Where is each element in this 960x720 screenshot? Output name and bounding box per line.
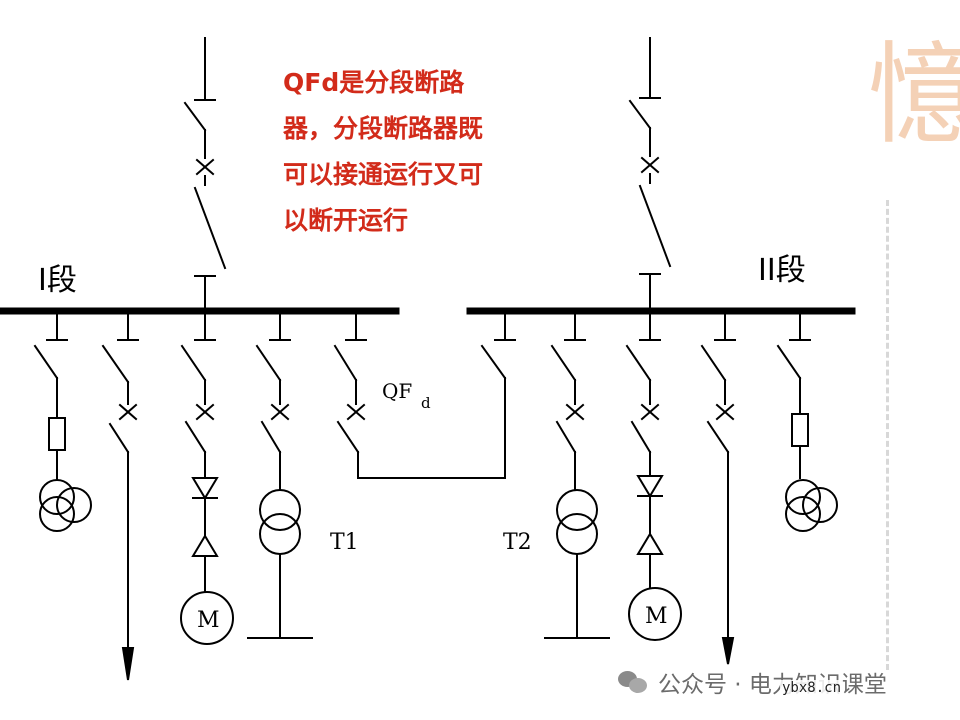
bus-taps-1 <box>46 313 367 341</box>
watermark-text: 公众号 · 电力知识课堂 <box>658 672 887 698</box>
bus-taps-2 <box>494 313 811 341</box>
watermark: 公众号 · 电力知识课堂 <box>618 664 887 700</box>
motor-2-label: M <box>645 604 668 629</box>
wechat-icon <box>618 669 648 695</box>
motor-bay-2 <box>625 344 682 641</box>
incoming-feeder-1 <box>183 37 227 309</box>
transformer-t1-label: T1 <box>330 530 359 555</box>
watermark-url: ybx8.cn <box>780 680 844 696</box>
pt-bay-2 <box>776 344 838 532</box>
calligraphy-decoration: 憶 <box>868 31 960 159</box>
transformer-bay-1 <box>247 344 313 639</box>
section-2-label: II段 <box>758 253 806 288</box>
annotation-line-4: 以断开运行 <box>283 206 409 235</box>
breaker-qfd-label: QF <box>382 379 412 403</box>
annotation-line-2: 器，分段断路器既 <box>283 114 484 143</box>
transformer-t2-label: T2 <box>503 530 532 555</box>
outgoing-line-bay-1 <box>101 344 138 681</box>
outgoing-line-bay-2 <box>700 344 735 665</box>
annotation-line-1: QFd是分段断路 <box>283 68 465 97</box>
annotation-line-3: 可以接通运行又可 <box>283 160 484 189</box>
qfd-annotation: QFd是分段断路 器，分段断路器既 可以接通运行又可 以断开运行 <box>283 60 593 244</box>
motor-bay-1 <box>180 344 234 645</box>
dashed-divider <box>886 200 889 670</box>
section-1-label: I段 <box>38 263 77 298</box>
motor-1-label: M <box>197 608 220 633</box>
transformer-bay-2 <box>544 344 610 639</box>
bus-tie-breaker-qfd <box>333 344 507 479</box>
incoming-feeder-2 <box>628 37 672 309</box>
breaker-qfd-subscript: d <box>421 394 431 412</box>
pt-bay-1 <box>33 344 92 532</box>
